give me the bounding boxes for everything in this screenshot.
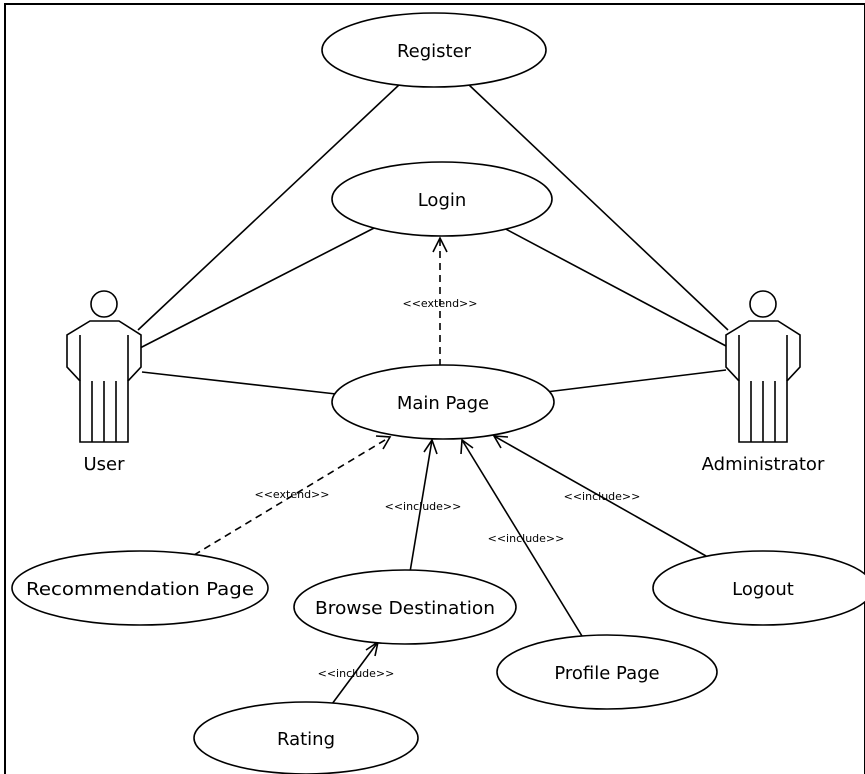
include-profile-mainpage-line: [461, 439, 583, 637]
use-case-rating-oval: [193, 701, 419, 774]
association-admin-login: [499, 225, 727, 347]
use-case-logout-label: Logout: [732, 579, 794, 600]
actor-administrator-figure: [725, 290, 801, 443]
extend-recommendation-mainpage-arrowhead: [375, 435, 392, 450]
use-case-register-oval: [321, 12, 547, 88]
use-case-browse-destination: Browse Destination: [293, 569, 517, 645]
stereotype-include-rating: <<include>>: [318, 667, 395, 680]
use-case-profile-page-label: Profile Page: [554, 663, 659, 684]
use-case-profile-page-oval: [496, 634, 718, 710]
dependencies: [193, 236, 707, 705]
actor-user-figure: [66, 290, 142, 443]
stereotype-include-logout: <<include>>: [564, 490, 641, 503]
include-browse-mainpage-line: [409, 439, 433, 573]
use-case-recommendation-page-label: Recommendation Page: [26, 579, 254, 600]
actor-administrator: Administrator: [702, 290, 825, 475]
use-case-main-page: Main Page: [331, 364, 555, 440]
stereotype-include-profile: <<include>>: [488, 532, 565, 545]
extend-mainpage-login-arrowhead: [432, 236, 448, 253]
include-profile-mainpage-arrowhead: [460, 438, 474, 455]
association-admin-mainpage: [545, 369, 727, 393]
stereotype-include-browse: <<include>>: [385, 500, 462, 513]
use-case-recommendation-page: Recommendation Page: [11, 550, 269, 626]
use-case-profile-page: Profile Page: [496, 634, 718, 710]
association-user-login: [139, 225, 379, 349]
use-case-rating: Rating: [193, 701, 419, 774]
association-user-register: [137, 83, 401, 331]
include-rating-browse-line: [331, 641, 379, 705]
use-case-login-label: Login: [418, 190, 467, 211]
use-case-login: Login: [331, 161, 553, 237]
use-case-browse-destination-oval: [293, 569, 517, 645]
association-admin-register: [467, 83, 729, 331]
actor-administrator-label: Administrator: [702, 454, 825, 475]
include-logout-mainpage-line: [493, 435, 707, 557]
stereotype-labels: <<extend>> <<extend>> <<include>> <<incl…: [255, 297, 641, 680]
use-case-rating-label: Rating: [277, 729, 335, 750]
association-user-mainpage: [141, 371, 337, 395]
include-logout-mainpage-arrowhead: [492, 435, 509, 449]
use-case-register: Register: [321, 12, 547, 88]
use-case-logout-oval: [652, 550, 865, 626]
use-case-main-page-oval: [331, 364, 555, 440]
use-case-logout: Logout: [652, 550, 865, 626]
use-case-login-oval: [331, 161, 553, 237]
actor-user: User: [66, 290, 142, 475]
actor-user-label: User: [83, 454, 125, 475]
stereotype-extend-recommendation: <<extend>>: [255, 488, 330, 501]
include-browse-mainpage-arrowhead: [423, 438, 438, 455]
use-case-recommendation-page-oval: [11, 550, 269, 626]
use-case-main-page-label: Main Page: [397, 393, 489, 414]
associations: [137, 83, 729, 395]
use-case-register-label: Register: [397, 41, 472, 62]
extend-recommendation-mainpage-line: [193, 436, 391, 556]
use-case-browse-destination-label: Browse Destination: [315, 598, 495, 619]
stereotype-extend-login: <<extend>>: [403, 297, 478, 310]
